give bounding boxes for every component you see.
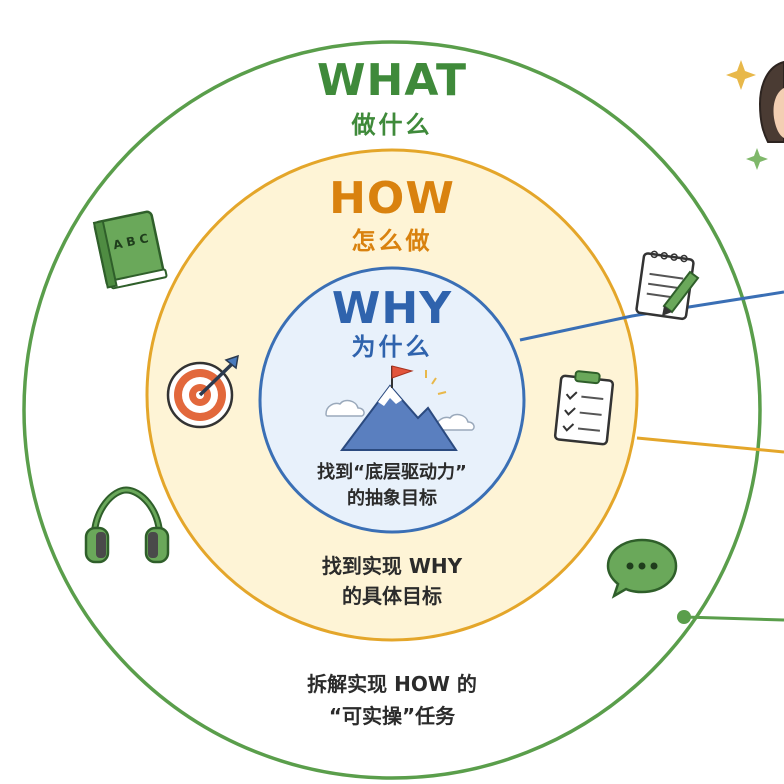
sparkle-icon: [726, 60, 756, 90]
what-title: WHAT: [316, 55, 467, 106]
how-connector-line: [636, 436, 784, 454]
how-description-line2: 的具体目标: [342, 584, 442, 608]
what-connector-line: [683, 615, 784, 622]
how-title: HOW: [329, 173, 455, 224]
why-description-line2: 的抽象目标: [347, 488, 437, 509]
sparkle-icon: [746, 148, 768, 170]
mountain-flag-icon: [325, 365, 475, 451]
target-icon: [166, 354, 239, 429]
person-illustration: [758, 60, 784, 143]
why-title: WHY: [331, 283, 453, 334]
checklist-icon: [553, 370, 615, 446]
what-connector-dot: [677, 610, 691, 624]
pencil-icon: [662, 270, 700, 316]
chat-bubble-icon: [606, 538, 678, 599]
why-connector-line: [519, 290, 784, 342]
why-subtitle: 为什么: [351, 333, 433, 361]
how-subtitle: 怎么做: [351, 227, 433, 255]
abc-book-icon: [92, 210, 168, 290]
what-description-line1: 拆解实现 HOW 的: [307, 672, 477, 696]
how-description-line1: 找到实现 WHY: [321, 554, 463, 578]
headphones-icon: [84, 486, 170, 564]
what-subtitle: 做什么: [351, 111, 433, 139]
what-description-line2: “可实操”任务: [328, 704, 456, 728]
why-description-line1: 找到“底层驱动力”: [317, 462, 467, 483]
